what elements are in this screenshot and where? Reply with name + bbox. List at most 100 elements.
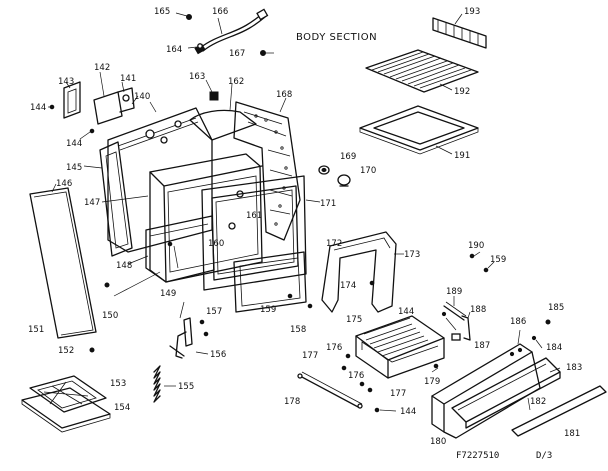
screw-174 [369, 280, 375, 286]
label-140: 140 [134, 92, 150, 102]
label-167: 167 [229, 49, 245, 59]
label-166: 166 [212, 7, 228, 17]
label-165: 165 [154, 7, 170, 17]
label-149: 149 [160, 289, 176, 299]
screw-152 [89, 347, 95, 353]
oven-body [145, 153, 263, 283]
label-181: 181 [564, 429, 580, 439]
leader-157b [179, 301, 185, 319]
door-seal-159 [233, 251, 313, 313]
label-176b: 176 [348, 371, 364, 381]
bracket-143 [63, 81, 81, 119]
label-170: 170 [360, 166, 376, 176]
trim-181 [511, 385, 607, 437]
label-183: 183 [566, 363, 582, 373]
leader-183 [549, 367, 561, 373]
label-176a: 176 [326, 343, 342, 353]
screw-177a [341, 365, 347, 371]
spring-155 [153, 365, 176, 403]
label-144c: 144 [398, 307, 414, 317]
screw-177b [367, 387, 373, 393]
bracket-141 [117, 81, 135, 113]
glide-187 [451, 333, 461, 341]
label-142: 142 [94, 63, 110, 73]
insulation-168 [233, 97, 301, 241]
label-158: 158 [290, 325, 306, 335]
leader-144c [445, 317, 457, 331]
diagram-title: BODY SECTION [296, 32, 377, 43]
label-164: 164 [166, 45, 182, 55]
screw-176b [359, 381, 365, 387]
drawer-panel-183 [451, 357, 561, 429]
label-184: 184 [546, 343, 562, 353]
screw-190 [469, 253, 475, 259]
leader-147 [101, 195, 149, 203]
label-163: 163 [189, 72, 205, 82]
label-145: 145 [66, 163, 82, 173]
label-153: 153 [110, 379, 126, 389]
label-146: 146 [56, 179, 72, 189]
drip-pan-153 [29, 375, 107, 413]
label-169: 169 [340, 152, 356, 162]
screw-144b [79, 128, 95, 140]
label-172: 172 [326, 239, 342, 249]
knob-170 [337, 174, 351, 187]
component-162 [189, 83, 257, 141]
label-161: 161 [246, 211, 262, 221]
leader-184 [535, 339, 543, 349]
label-150: 150 [102, 311, 118, 321]
label-191: 191 [454, 151, 470, 161]
label-162: 162 [228, 77, 244, 87]
page-ref: D/3 [536, 451, 552, 461]
drawer-front-186 [431, 343, 541, 439]
screw-184 [531, 335, 537, 341]
screw-144a [49, 104, 55, 110]
label-156: 156 [210, 350, 226, 360]
label-154: 154 [114, 403, 130, 413]
leader-140b [131, 95, 139, 105]
label-143: 143 [58, 77, 74, 87]
broiler-pan-191 [359, 105, 479, 155]
oven-rack-192 [365, 49, 479, 93]
label-189: 189 [446, 287, 462, 297]
hinge-156 [169, 317, 209, 359]
label-177b: 177 [390, 389, 406, 399]
component-163 [205, 79, 219, 101]
label-182: 182 [530, 397, 546, 407]
label-186: 186 [510, 317, 526, 327]
label-168: 168 [276, 90, 292, 100]
leader-179 [431, 367, 439, 373]
label-174: 174 [340, 281, 356, 291]
label-173: 173 [404, 250, 420, 260]
label-144d: 144 [400, 407, 416, 417]
label-152: 152 [58, 346, 74, 356]
screw-144c [441, 311, 447, 317]
nut-167 [260, 50, 274, 56]
label-180: 180 [430, 437, 446, 447]
label-187: 187 [474, 341, 490, 351]
labels: 165 166 164 167 193 192 191 143 142 141 … [28, 7, 582, 447]
label-148: 148 [116, 261, 132, 271]
leader-149 [173, 245, 179, 269]
screw-159b [483, 261, 495, 273]
wire-harness-166 [194, 8, 269, 55]
storage-drawer-175 [355, 315, 445, 379]
leader-148 [127, 255, 149, 265]
leader-144d [379, 409, 397, 412]
leader-186 [517, 329, 521, 345]
leader-150 [113, 271, 161, 297]
screw-144d [374, 407, 380, 413]
handle-189 [443, 296, 467, 321]
diagram-code: F7227510 [456, 451, 499, 461]
drawer-rail-178 [297, 371, 363, 409]
screw-150 [104, 282, 110, 288]
rack-guide-193 [432, 13, 487, 49]
label-159b: 159 [490, 255, 506, 265]
bracket-142 [93, 71, 123, 125]
label-144b: 144 [66, 139, 82, 149]
label-171: 171 [320, 199, 336, 209]
label-193: 193 [464, 7, 480, 17]
drip-pan-154 [21, 387, 111, 433]
label-178: 178 [284, 397, 300, 407]
